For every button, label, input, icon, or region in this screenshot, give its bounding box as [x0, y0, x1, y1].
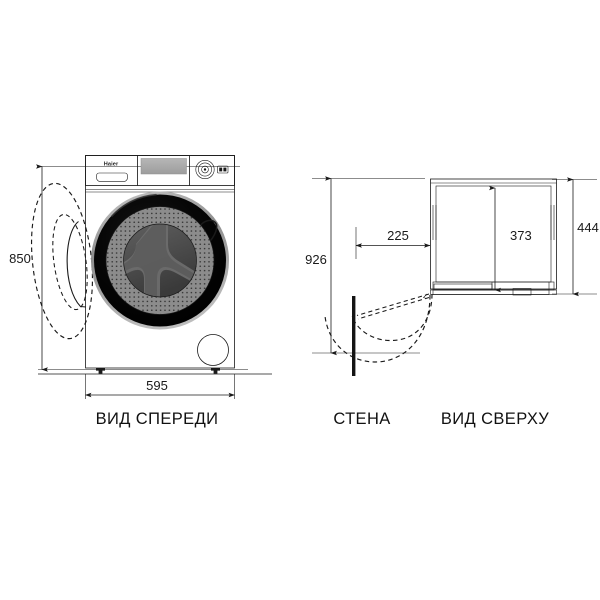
dimension-width-595: 595 — [85, 374, 235, 399]
wall-label: СТЕНА — [333, 410, 390, 428]
dimension-label-width: 595 — [146, 378, 168, 393]
top-front-panel-shadow — [430, 289, 557, 295]
drum-inner — [123, 223, 197, 298]
wall-element — [352, 296, 356, 376]
front-program-knob[interactable] — [195, 160, 215, 180]
dimension-label-225: 225 — [387, 228, 409, 243]
dimension-label-926: 926 — [305, 252, 327, 267]
detergent-drawer-handle — [96, 172, 128, 182]
dimension-225: 225 — [355, 227, 431, 259]
dimension-depth-926: 926 — [305, 176, 425, 356]
front-view-group: 850 Haier — [9, 155, 272, 399]
front-button-pad[interactable] — [217, 165, 229, 174]
top-door-swing-arcs — [324, 293, 433, 363]
top-cabinet — [430, 178, 557, 296]
front-door[interactable] — [91, 191, 229, 330]
front-display — [140, 158, 187, 175]
dimension-label-height: 850 — [9, 251, 31, 266]
brand-logo: Haier — [104, 162, 119, 168]
front-view-label: ВИД СПЕРЕДИ — [96, 410, 219, 428]
detergent-drawer-cell — [85, 155, 138, 186]
front-door-swing-arcs — [30, 182, 94, 340]
top-view-group: 926 225 — [305, 176, 599, 376]
dimension-444: 444 — [552, 177, 599, 297]
dimension-373: 373 — [489, 185, 532, 293]
dimension-label-373: 373 — [510, 228, 532, 243]
front-filter-hatch[interactable] — [197, 334, 229, 366]
dimension-label-444: 444 — [577, 220, 599, 235]
front-feet — [96, 368, 220, 374]
front-cabinet: Haier — [85, 155, 235, 369]
top-view-label: ВИД СВЕРХУ — [441, 410, 549, 428]
